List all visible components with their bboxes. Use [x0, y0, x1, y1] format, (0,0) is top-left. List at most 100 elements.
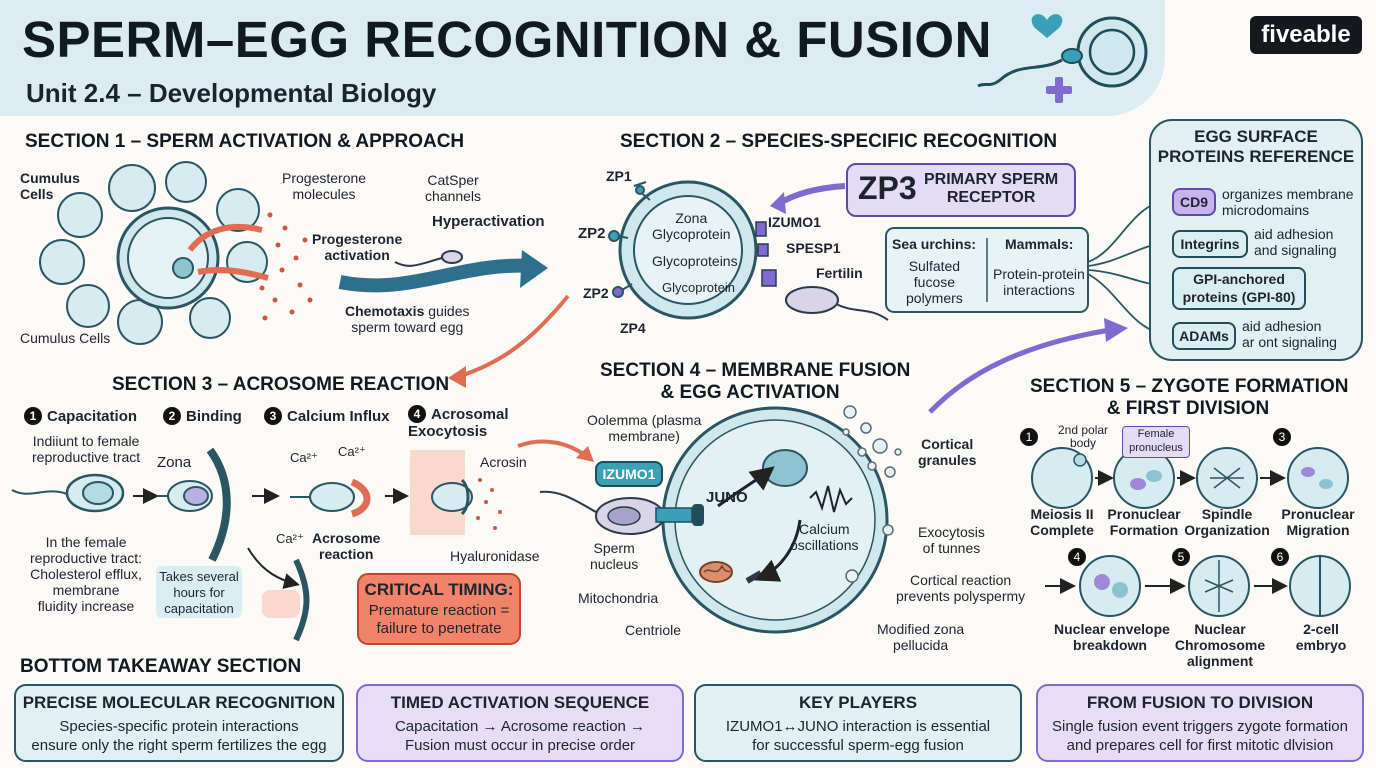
acrosin-label: Acrosin — [480, 454, 527, 470]
fertilin-label: Fertilin — [816, 265, 863, 281]
exocytosis-label: Exocytosis of tunnes — [918, 524, 985, 556]
mammals-text: Protein-protein interactions — [993, 266, 1085, 298]
step-number: 6 — [1271, 548, 1289, 566]
ca-label-c: Ca²⁺ — [276, 531, 304, 546]
salmon-arrow-to-s3 — [459, 294, 570, 378]
egg-zona-section2 — [618, 180, 758, 320]
salmon-arrow-s1-a — [187, 224, 263, 252]
female-tract-bottom-label: In the female reproductive tract: Choles… — [30, 534, 143, 614]
calcium-oscillation-wave — [809, 485, 853, 513]
spesp1-label: SPESP1 — [786, 240, 841, 256]
zp2-left-label: ZP2 — [578, 225, 606, 242]
mitochondria-label: Mitochondria — [578, 590, 659, 606]
header-sperm-egg-icon — [977, 14, 1148, 103]
calcium-oscillations-label: Calcium oscillations — [790, 521, 859, 553]
glycoproteins-label: Glycoproteins — [652, 253, 738, 269]
s5-step-1-badge: 1 — [1020, 428, 1043, 447]
step-label: Binding — [186, 408, 242, 425]
penetration-spot — [262, 590, 300, 618]
s5-label-2cell: 2-cell embryo — [1295, 621, 1347, 653]
ref-tag-adams: ADAMs — [1172, 322, 1236, 350]
cumulus-cells-top-label: Cumulus Cells — [20, 170, 80, 202]
zona-glycoprotein-label: Zona Glycoprotein — [652, 210, 731, 242]
salmon-arrowhead-to-s4 — [576, 446, 594, 462]
purple-arrow-to-ref — [928, 327, 1111, 414]
card-text: IZUMO1↔JUNO interaction is essential for… — [725, 718, 991, 754]
enzyme-dots — [476, 478, 502, 530]
oolemma-label: Oolemma (plasma membrane) — [587, 412, 702, 444]
sea-urchins-title: Sea urchins: — [892, 236, 977, 252]
izumo1-s2-label: IZUMO1 — [768, 214, 821, 230]
salmon-arrow-to-s4 — [517, 439, 588, 458]
modified-zona-label: Modified zona pellucida — [877, 621, 965, 653]
chemotaxis-rest: guides sperm toward egg — [351, 303, 470, 335]
chemotaxis-word: Chemotaxis — [345, 303, 425, 319]
s3-step-binding: 2 Binding — [163, 407, 242, 425]
step-number: 1 — [24, 407, 42, 425]
arrow-to-penetration — [247, 547, 300, 589]
card-text: Single fusion event triggers zygote form… — [1052, 718, 1348, 754]
zona-label: Zona — [157, 454, 192, 471]
section3-heading: SECTION 3 – ACROSOME REACTION — [112, 374, 450, 395]
izumo1-s4-badge: IZUMO1 — [595, 461, 663, 487]
female-pronucleus-label: Female pronucleus — [1122, 426, 1190, 458]
capacitation-sperm — [11, 473, 125, 513]
cortical-granule-bubbles — [842, 405, 902, 583]
fiveable-logo[interactable]: fiveable — [1250, 16, 1362, 54]
cumulus-cell-cluster — [39, 161, 268, 345]
sperm-nucleus-label: Sperm nucleus — [590, 540, 639, 572]
s4-internal-arrows — [717, 466, 802, 582]
critical-timing-title: CRITICAL TIMING: — [364, 580, 514, 599]
bottom-heading: BOTTOM TAKEAWAY SECTION — [20, 656, 302, 677]
sea-urchins-text: Sulfated fucose polymers — [906, 258, 963, 306]
zona-wall-binding — [206, 447, 231, 562]
zp4-label: ZP4 — [620, 320, 646, 336]
cumulus-cells-bottom-label: Cumulus Cells — [20, 330, 111, 346]
centriole-label: Centriole — [625, 622, 682, 638]
hyperactivation-label: Hyperactivation — [432, 213, 545, 230]
s5-label-chromosome: Nuclear Chromosome alignment — [1174, 621, 1266, 669]
izumo-spesp-fertilin-markers — [755, 221, 777, 287]
s5-label-spindle: Spindle Organization — [1184, 506, 1270, 538]
salmon-arrowhead-to-s3 — [448, 366, 466, 388]
step-number: 4 — [408, 405, 426, 423]
zp-receptors — [608, 181, 651, 298]
section4-heading: SECTION 4 – MEMBRANE FUSION & EGG ACTIVA… — [600, 360, 911, 403]
female-tract-top-label: Indiiunt to female reproductive tract — [32, 433, 141, 465]
section2-heading: SECTION 2 – SPECIES-SPECIFIC RECOGNITION — [620, 131, 1058, 152]
juno-label: JUNO — [706, 489, 748, 506]
step-number: 4 — [1068, 548, 1086, 566]
s5-step-arrows — [1045, 470, 1288, 594]
sperm-section2 — [785, 286, 889, 321]
zp3-pointer-arrow — [776, 183, 846, 207]
step-number: 2 — [163, 407, 181, 425]
takes-hours-text: Takes several hours for capacitation — [159, 569, 239, 616]
card-text: Capacitation → Acrosome reaction → Fusio… — [394, 718, 646, 754]
s5-step-5-badge: 5 — [1172, 548, 1195, 567]
critical-timing-box — [357, 573, 521, 645]
s5-label-pronuclear-migration: Pronuclear Migration — [1281, 506, 1355, 538]
calcium-influx-sperm — [290, 478, 371, 518]
takeaway-card-key-players: KEY PLAYERS IZUMO1↔JUNO interaction is e… — [694, 684, 1022, 762]
ref-desc-adams: aid adhesion ar ont signaling — [1242, 318, 1337, 350]
section1-heading: SECTION 1 – SPERM ACTIVATION & APPROACH — [25, 131, 465, 152]
header-banner — [0, 0, 1165, 116]
acrosome-reaction-label: Acrosome reaction — [312, 530, 381, 562]
reference-title: EGG SURFACE PROTEINS REFERENCE — [1157, 127, 1355, 166]
step-label: Acrosomal Exocytosis — [408, 406, 509, 440]
section5-heading: SECTION 5 – ZYGOTE FORMATION & FIRST DIV… — [1030, 376, 1349, 419]
takeaway-card-division: FROM FUSION TO DIVISION Single fusion ev… — [1036, 684, 1364, 762]
hyperactivated-sperm — [394, 250, 463, 267]
salmon-arrow-s1-b — [197, 267, 269, 281]
zygote-detail-row1 — [1073, 453, 1333, 490]
s5-label-envelope: Nuclear envelope breakdown — [1054, 621, 1170, 653]
zp3-pointer-arrowhead — [770, 192, 786, 214]
zp1-label: ZP1 — [606, 168, 632, 184]
zp3-label: ZP3 — [858, 170, 917, 206]
ref-tag-cd9: CD9 — [1172, 188, 1216, 216]
step-number: 3 — [264, 407, 282, 425]
polar-body-label: 2nd polar body — [1058, 423, 1109, 450]
acrosomal-exocytosis-sperm — [431, 478, 473, 516]
